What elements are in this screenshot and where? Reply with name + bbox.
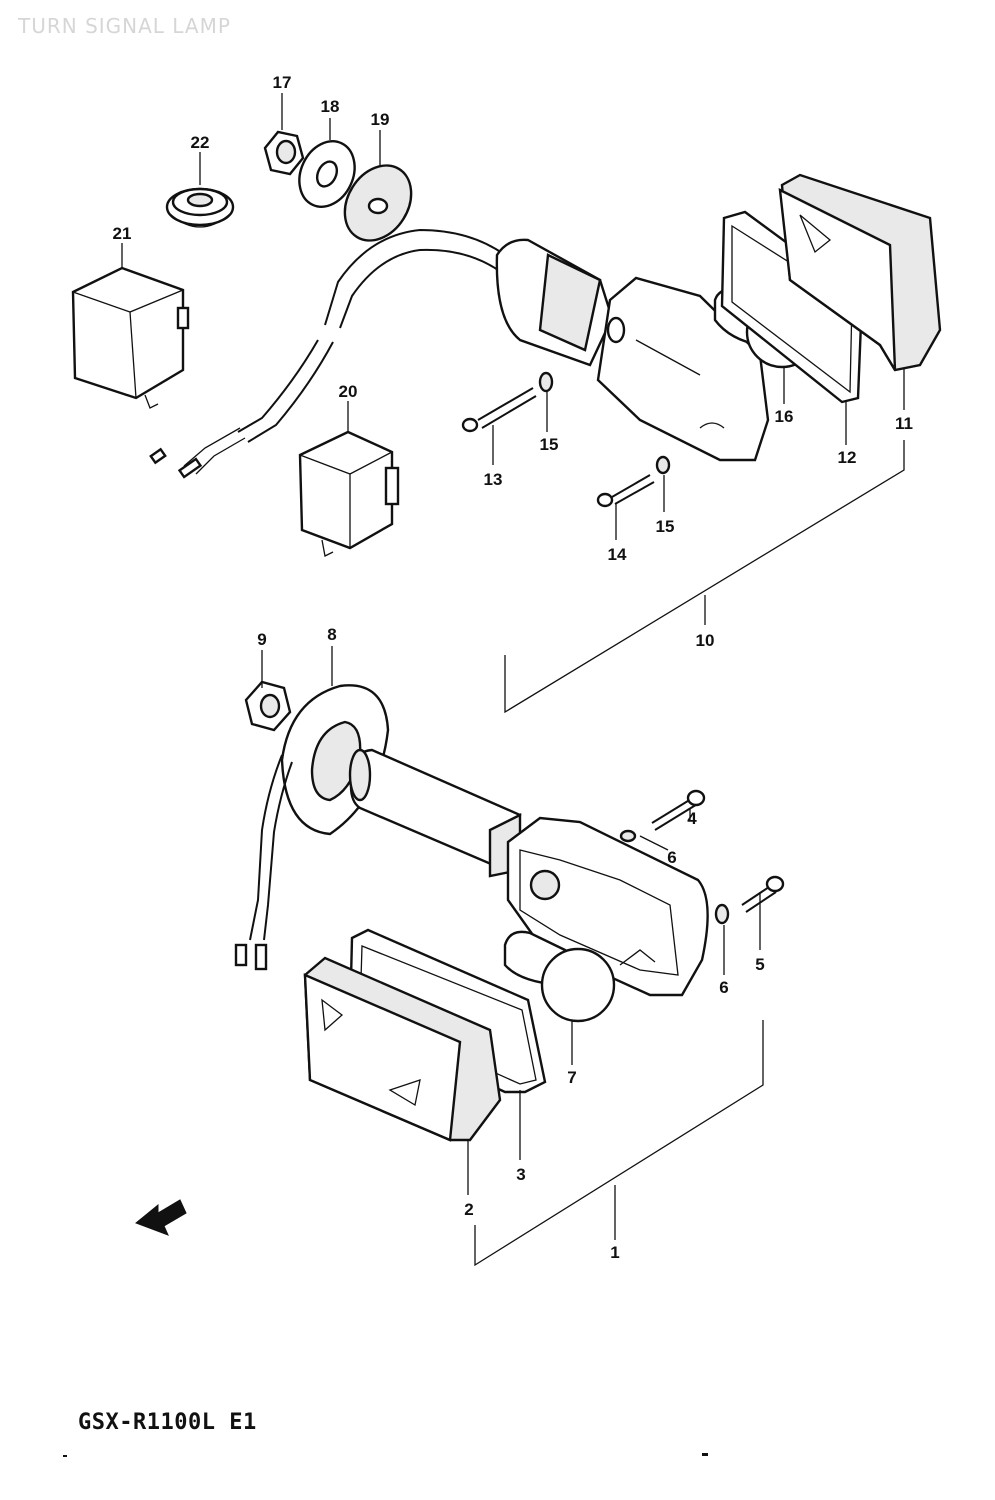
lens-2 (303, 956, 502, 1142)
callout-20: 20 (339, 382, 358, 401)
washer-18 (298, 140, 356, 208)
callout-19: 19 (371, 110, 390, 129)
model-code: GSX-R1100L E1 (78, 1410, 257, 1435)
wire-harness-lower (234, 754, 293, 971)
lens-11 (778, 173, 942, 372)
bulb-7 (503, 930, 616, 1023)
screw-13 (461, 387, 537, 433)
callout-17: 17 (273, 73, 292, 92)
washer-15a (538, 371, 554, 393)
leader-lines-lower (261, 646, 764, 1267)
direction-arrow-icon (135, 1199, 187, 1236)
scan-mark (63, 1455, 67, 1457)
callout-15a: 15 (540, 435, 559, 454)
callout-11: 11 (895, 414, 913, 433)
callout-13: 13 (484, 470, 503, 489)
wire-harness-upper (149, 228, 506, 479)
callout-6b: 6 (719, 978, 728, 997)
callout-18: 18 (321, 97, 340, 116)
page-title: TURN SIGNAL LAMP (18, 14, 231, 38)
washer-19 (343, 164, 413, 242)
flasher-relay-20 (298, 430, 400, 557)
callout-15b: 15 (656, 517, 675, 536)
nut-9 (244, 680, 292, 732)
callout-6a: 6 (667, 848, 676, 867)
relay-box-21 (71, 266, 190, 409)
screw-14 (596, 474, 655, 508)
leader-lines-upper (121, 93, 905, 714)
callout-22: 22 (191, 133, 210, 152)
washer-15b (655, 455, 671, 475)
callout-1: 1 (610, 1243, 619, 1262)
callout-16: 16 (775, 407, 794, 426)
callout-4: 4 (687, 809, 697, 828)
callout-2: 2 (464, 1200, 473, 1219)
callout-10: 10 (696, 631, 715, 650)
callout-7: 7 (567, 1068, 576, 1087)
screw-4 (651, 789, 706, 831)
nut-17 (263, 130, 305, 176)
callout-9: 9 (257, 630, 266, 649)
callout-3: 3 (516, 1165, 525, 1184)
washer-6a (619, 829, 637, 843)
grommet-22 (165, 187, 235, 228)
callout-21: 21 (113, 224, 132, 243)
washer-6b (714, 903, 730, 925)
scan-mark (702, 1453, 708, 1456)
callout-14: 14 (608, 545, 627, 564)
callout-5: 5 (755, 955, 764, 974)
callout-12: 12 (838, 448, 857, 467)
callout-8: 8 (327, 625, 336, 644)
screw-5 (741, 875, 785, 913)
lamp-stalk-lower (348, 748, 522, 878)
